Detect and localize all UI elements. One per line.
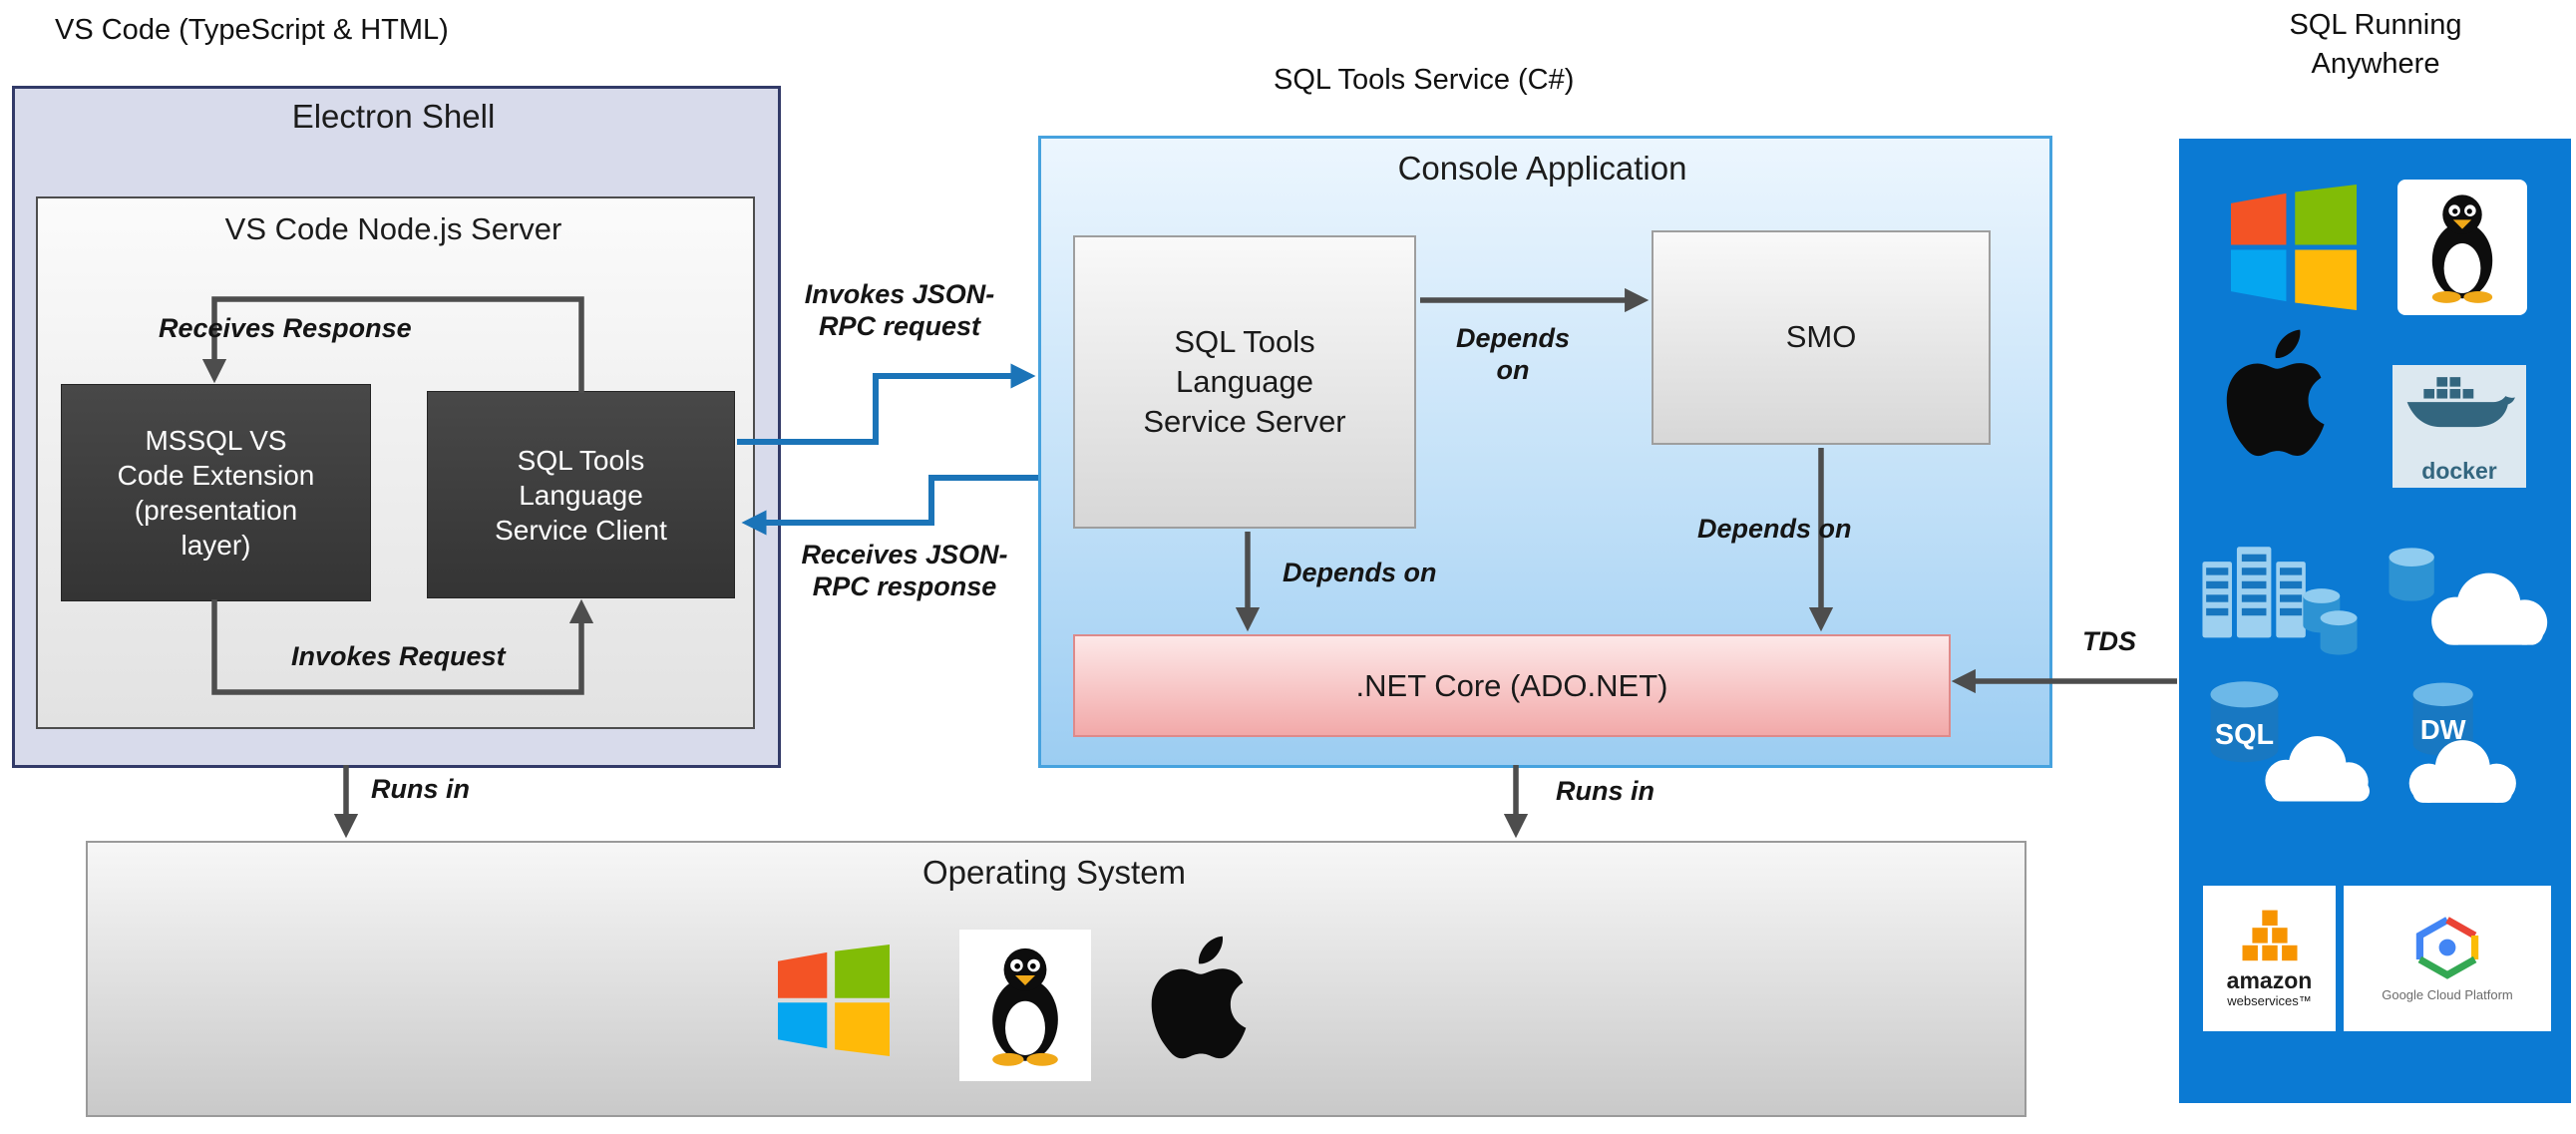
tds-label: TDS (2082, 626, 2136, 656)
language-service-server-box: SQL Tools Language Service Server (1073, 235, 1416, 529)
linux-tux-icon (992, 947, 1058, 1066)
azure-dw-cloud-icon: DW (2408, 682, 2516, 803)
apple-logo-icon (2226, 329, 2325, 457)
windows-logo-icon (2231, 185, 2357, 310)
dw-label: DW (2420, 714, 2466, 745)
runs-in-right-label: Runs in (1556, 776, 1655, 806)
receives-response-label: Receives Response (159, 313, 412, 343)
depends-on-smo-label: Depends on (1455, 323, 1571, 385)
mssql-extension-box: MSSQL VS Code Extension (presentation la… (61, 384, 371, 601)
cloud-database-icon (2389, 548, 2548, 645)
operating-system-title: Operating System (921, 854, 1187, 891)
arrow-jsonrpc-response (741, 475, 1038, 536)
console-application-title: Console Application (1397, 150, 1687, 187)
invokes-jsonrpc-request-label: Invokes JSON-RPC request (804, 279, 995, 341)
invokes-request-label: Invokes Request (291, 641, 506, 671)
node-server-title: VS Code Node.js Server (224, 211, 562, 246)
language-service-client-box: SQL Tools Language Service Client (427, 391, 735, 598)
gcp-tile: Google Cloud Platform (2344, 886, 2551, 1031)
smo-depends-on-netcore-label: Depends on (1697, 514, 1852, 544)
sql-server-stack-icon (2202, 547, 2358, 655)
gcp-label: Google Cloud Platform (2382, 986, 2513, 1002)
docker-icon (2406, 377, 2515, 428)
runs-in-left-label: Runs in (371, 774, 470, 804)
windows-logo-icon (778, 945, 890, 1056)
linux-tux-tile (2397, 180, 2527, 315)
smo-box: SMO (1652, 230, 1991, 445)
depends-on-netcore-label: Depends on (1283, 558, 1437, 587)
docker-label: docker (2421, 458, 2497, 484)
vscode-header: VS Code (TypeScript & HTML) (55, 14, 449, 46)
aws-boxes-icon (2242, 910, 2297, 961)
azure-sql-cloud-icon: SQL (2210, 681, 2370, 802)
aws-tile: amazon webservices™ (2203, 886, 2336, 1031)
net-core-box: .NET Core (ADO.NET) (1073, 634, 1951, 737)
electron-shell-title: Electron Shell (291, 98, 496, 135)
receives-jsonrpc-response-label: Receives JSON-RPC response (801, 540, 1008, 601)
docker-tile: docker (2392, 365, 2526, 488)
sql-running-anywhere-header: SQL Running Anywhere (2289, 9, 2462, 81)
sql-tools-service-header: SQL Tools Service (C#) (1274, 64, 1575, 96)
apple-logo-icon (1151, 936, 1247, 1059)
gcp-hexagon-icon (2415, 916, 2479, 979)
linux-tux-icon (2431, 194, 2493, 303)
aws-label-amazon: amazon (2226, 967, 2313, 993)
aws-label-webservices: webservices™ (2227, 993, 2312, 1008)
linux-tux-tile (959, 930, 1091, 1081)
sql-db-label: SQL (2215, 719, 2274, 751)
